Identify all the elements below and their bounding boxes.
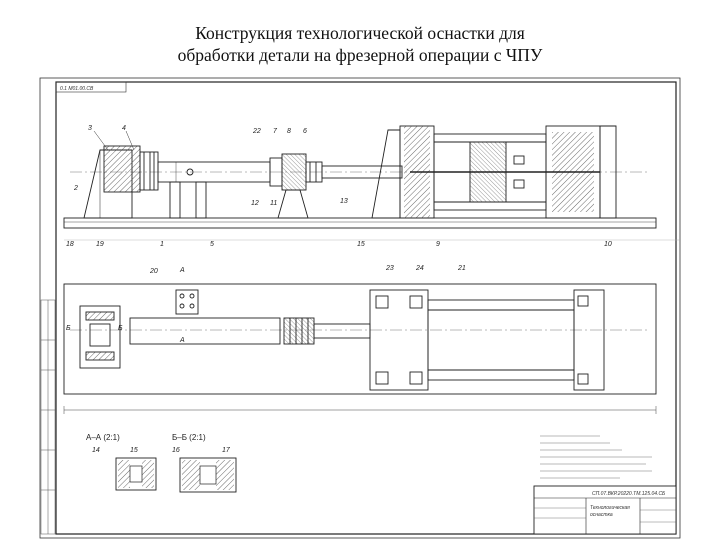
left-clamp-body xyxy=(103,145,141,193)
callout-8: 8 xyxy=(287,128,291,135)
callout-24: 24 xyxy=(415,265,424,272)
callout-3: 3 xyxy=(88,125,92,132)
front-callouts: 3 4 22 7 8 6 12 11 13 18 19 1 5 15 9 10 … xyxy=(64,125,680,248)
shaft-hole xyxy=(186,168,194,176)
title-block-code: СП.07.ВКР.20220.ТМ.125.04.СБ xyxy=(592,491,666,497)
right-end-plate xyxy=(599,125,617,219)
sheet-frame xyxy=(55,81,677,535)
callout-5: 5 xyxy=(210,241,214,248)
callout-19: 19 xyxy=(96,241,104,248)
callout-2: 2 xyxy=(73,185,78,192)
top-left-code-box: 0.1 M01.00.CB xyxy=(55,81,127,93)
top-left-clamp xyxy=(79,305,121,369)
callout-14: 14 xyxy=(92,447,100,454)
callout-4: 4 xyxy=(122,125,126,132)
top-callouts: 20 A A Б Б 23 24 21 xyxy=(63,265,657,414)
callout-A-bottom: A xyxy=(179,337,185,344)
left-margin-stamp xyxy=(40,299,56,535)
section-aa: А–А (2:1) 14 15 xyxy=(86,433,157,491)
piston-rod xyxy=(321,165,403,179)
callout-15: 15 xyxy=(357,241,365,248)
base-plate xyxy=(63,217,657,229)
slide-title-line2: обработки детали на фрезерной операции с… xyxy=(177,45,543,65)
front-view xyxy=(63,125,657,229)
top-small-fixture xyxy=(175,289,199,315)
chuck-body xyxy=(281,153,307,191)
section-aa-label: А–А (2:1) xyxy=(86,433,120,442)
top-chuck xyxy=(283,317,315,345)
slide-title-line1: Конструкция технологической оснастки для xyxy=(195,23,525,43)
title-block-name-2: оснастка xyxy=(590,512,613,518)
title-block: СП.07.ВКР.20220.ТМ.125.04.СБ Технологиче… xyxy=(533,485,677,535)
top-cylinder-cap-right xyxy=(573,289,605,391)
section-bb-label: Б–Б (2:1) xyxy=(172,433,206,442)
callout-10: 10 xyxy=(604,241,612,248)
top-shaft xyxy=(129,317,281,345)
callout-16: 16 xyxy=(172,447,180,454)
callout-17: 17 xyxy=(222,447,231,454)
support-post-1 xyxy=(169,181,181,219)
callout-12: 12 xyxy=(251,200,259,207)
section-bb: Б–Б (2:1) 16 17 xyxy=(172,433,237,493)
callout-15b: 15 xyxy=(130,447,138,454)
callout-20: 20 xyxy=(149,268,158,275)
callout-B-right: Б xyxy=(118,325,123,332)
callout-11: 11 xyxy=(270,200,277,207)
technical-notes xyxy=(540,435,652,479)
callout-A-top: A xyxy=(179,267,185,274)
callout-6: 6 xyxy=(303,128,307,135)
callout-18: 18 xyxy=(66,241,74,248)
callout-7: 7 xyxy=(273,128,278,135)
callout-13: 13 xyxy=(340,198,348,205)
callout-9: 9 xyxy=(436,241,440,248)
callout-22: 22 xyxy=(252,128,261,135)
callout-1: 1 xyxy=(160,241,164,248)
top-view xyxy=(63,283,657,395)
chuck-stand xyxy=(277,189,309,219)
title-block-name-1: Технологическая xyxy=(590,505,630,511)
callout-23: 23 xyxy=(385,265,394,272)
stamp-code: 0.1 M01.00.CB xyxy=(60,86,94,92)
callout-21: 21 xyxy=(457,265,466,272)
support-post-2 xyxy=(195,181,207,219)
callout-B-left: Б xyxy=(66,325,71,332)
top-base-plate xyxy=(63,283,657,395)
